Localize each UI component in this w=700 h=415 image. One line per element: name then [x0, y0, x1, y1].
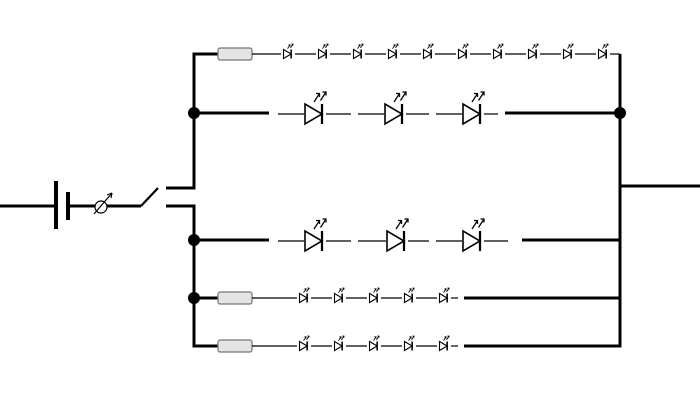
led-group [282, 43, 609, 60]
junction-dot [614, 107, 626, 119]
junctions [188, 107, 626, 304]
branch-5 [192, 335, 622, 353]
switch-icon [140, 187, 159, 207]
branch-2 [194, 91, 620, 126]
branch-4 [194, 287, 620, 305]
meter-icon [93, 192, 113, 215]
resistor-icon [217, 291, 253, 305]
led-icon [304, 91, 327, 126]
led-icon [403, 287, 415, 304]
left-bus [192, 52, 218, 346]
led-icon [298, 287, 310, 304]
junction-dot [188, 234, 200, 246]
led-group [304, 218, 485, 253]
right-bus [618, 54, 700, 347]
led-icon [462, 218, 485, 253]
led-icon [562, 43, 574, 60]
led-icon [352, 43, 364, 60]
led-icon [384, 91, 407, 126]
battery-icon [54, 181, 70, 229]
led-group [304, 91, 485, 126]
led-icon [333, 335, 345, 352]
led-icon [422, 43, 434, 60]
led-icon [304, 218, 327, 253]
led-icon [597, 43, 609, 60]
power-source [0, 181, 194, 229]
led-icon [386, 218, 409, 253]
resistor-icon [217, 339, 253, 353]
led-icon [403, 335, 415, 352]
led-icon [492, 43, 504, 60]
led-icon [368, 287, 380, 304]
junction-dot [188, 107, 200, 119]
led-icon [333, 287, 345, 304]
led-icon [527, 43, 539, 60]
led-icon [438, 287, 450, 304]
resistor-icon [217, 47, 253, 61]
led-icon [298, 335, 310, 352]
led-icon [462, 91, 485, 126]
led-icon [457, 43, 469, 60]
led-icon [282, 43, 294, 60]
led-group [298, 287, 450, 304]
branch-3 [194, 218, 620, 253]
junction-dot [188, 292, 200, 304]
branch-1 [217, 43, 620, 61]
led-icon [438, 335, 450, 352]
led-icon [387, 43, 399, 60]
led-icon [317, 43, 329, 60]
led-icon [368, 335, 380, 352]
led-group [298, 335, 450, 352]
